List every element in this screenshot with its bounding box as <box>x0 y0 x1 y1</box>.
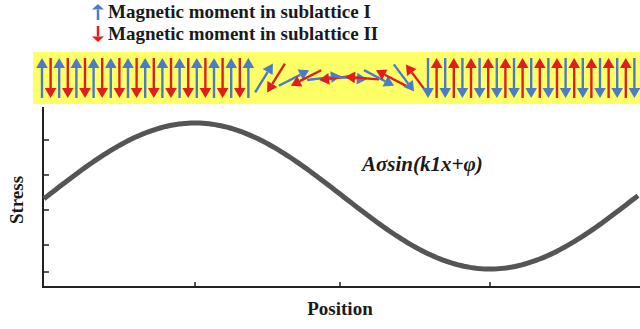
spin-chain <box>36 58 640 98</box>
moment-arrow <box>439 58 451 98</box>
moment-arrow <box>148 58 160 98</box>
moment-arrow <box>174 58 186 98</box>
legend-text: Magnetic moment in sublattice II <box>108 23 378 45</box>
formula-label: Aσsin(k1x+φ) <box>362 152 483 177</box>
moment-arrow <box>165 58 177 98</box>
moment-arrow <box>508 58 520 98</box>
moment-arrow <box>36 58 48 98</box>
spin-chain-band <box>33 52 640 104</box>
moment-arrow <box>500 58 512 98</box>
moment-arrow <box>551 58 563 98</box>
moment-arrow <box>431 58 443 98</box>
moment-arrow <box>217 58 229 98</box>
moment-arrow <box>448 58 460 98</box>
moment-arrow <box>62 58 74 98</box>
moment-arrow <box>525 58 537 98</box>
moment-arrow <box>376 70 406 86</box>
moment-arrow <box>611 58 623 98</box>
moment-arrow <box>577 58 589 98</box>
moment-arrow <box>234 58 246 98</box>
moment-arrow <box>474 58 486 98</box>
legend-swatch <box>92 2 104 22</box>
moment-arrow <box>45 58 57 98</box>
moment-arrow <box>406 64 426 91</box>
moment-arrow <box>71 58 83 98</box>
legend-arrow <box>92 4 104 20</box>
moment-arrow <box>191 58 203 98</box>
moment-arrow <box>243 58 255 98</box>
legend-entry: Magnetic moment in sublattice I <box>92 1 371 23</box>
moment-arrow <box>225 58 237 98</box>
legend-arrow <box>92 26 104 42</box>
moment-arrow <box>157 58 169 98</box>
moment-arrow <box>182 58 194 98</box>
moment-arrow <box>200 58 212 98</box>
moment-arrow <box>594 58 606 98</box>
axis-label: Stress <box>6 176 28 224</box>
moment-arrow <box>603 58 615 98</box>
legend-swatch <box>92 24 104 44</box>
moment-arrow <box>79 58 91 98</box>
moment-arrow <box>267 64 285 93</box>
moment-arrow <box>620 58 632 98</box>
moment-arrow <box>88 58 100 98</box>
moment-arrow <box>53 58 65 98</box>
legend-text: Magnetic moment in sublattice I <box>108 1 371 23</box>
moment-arrow <box>208 58 220 98</box>
moment-arrow <box>517 58 529 98</box>
moment-arrow <box>465 58 477 98</box>
moment-arrow <box>457 58 469 98</box>
plot-axes <box>42 107 640 288</box>
axis-label: Position <box>307 298 372 320</box>
moment-arrow <box>491 58 503 98</box>
moment-arrow <box>534 58 546 98</box>
moment-arrow <box>560 58 572 98</box>
moment-arrow <box>482 58 494 98</box>
moment-arrow <box>131 58 143 98</box>
moment-arrow <box>139 58 151 98</box>
moment-arrow <box>105 58 117 98</box>
legend-entry: Magnetic moment in sublattice II <box>92 23 378 45</box>
moment-arrow <box>629 58 640 98</box>
moment-arrow <box>586 58 598 98</box>
moment-arrow <box>96 58 108 98</box>
moment-arrow <box>122 58 134 98</box>
moment-arrow <box>422 58 434 98</box>
moment-arrow <box>345 72 379 84</box>
moment-arrow <box>543 58 555 98</box>
stress-curve <box>44 123 638 269</box>
moment-arrow <box>568 58 580 98</box>
moment-arrow <box>114 58 126 98</box>
